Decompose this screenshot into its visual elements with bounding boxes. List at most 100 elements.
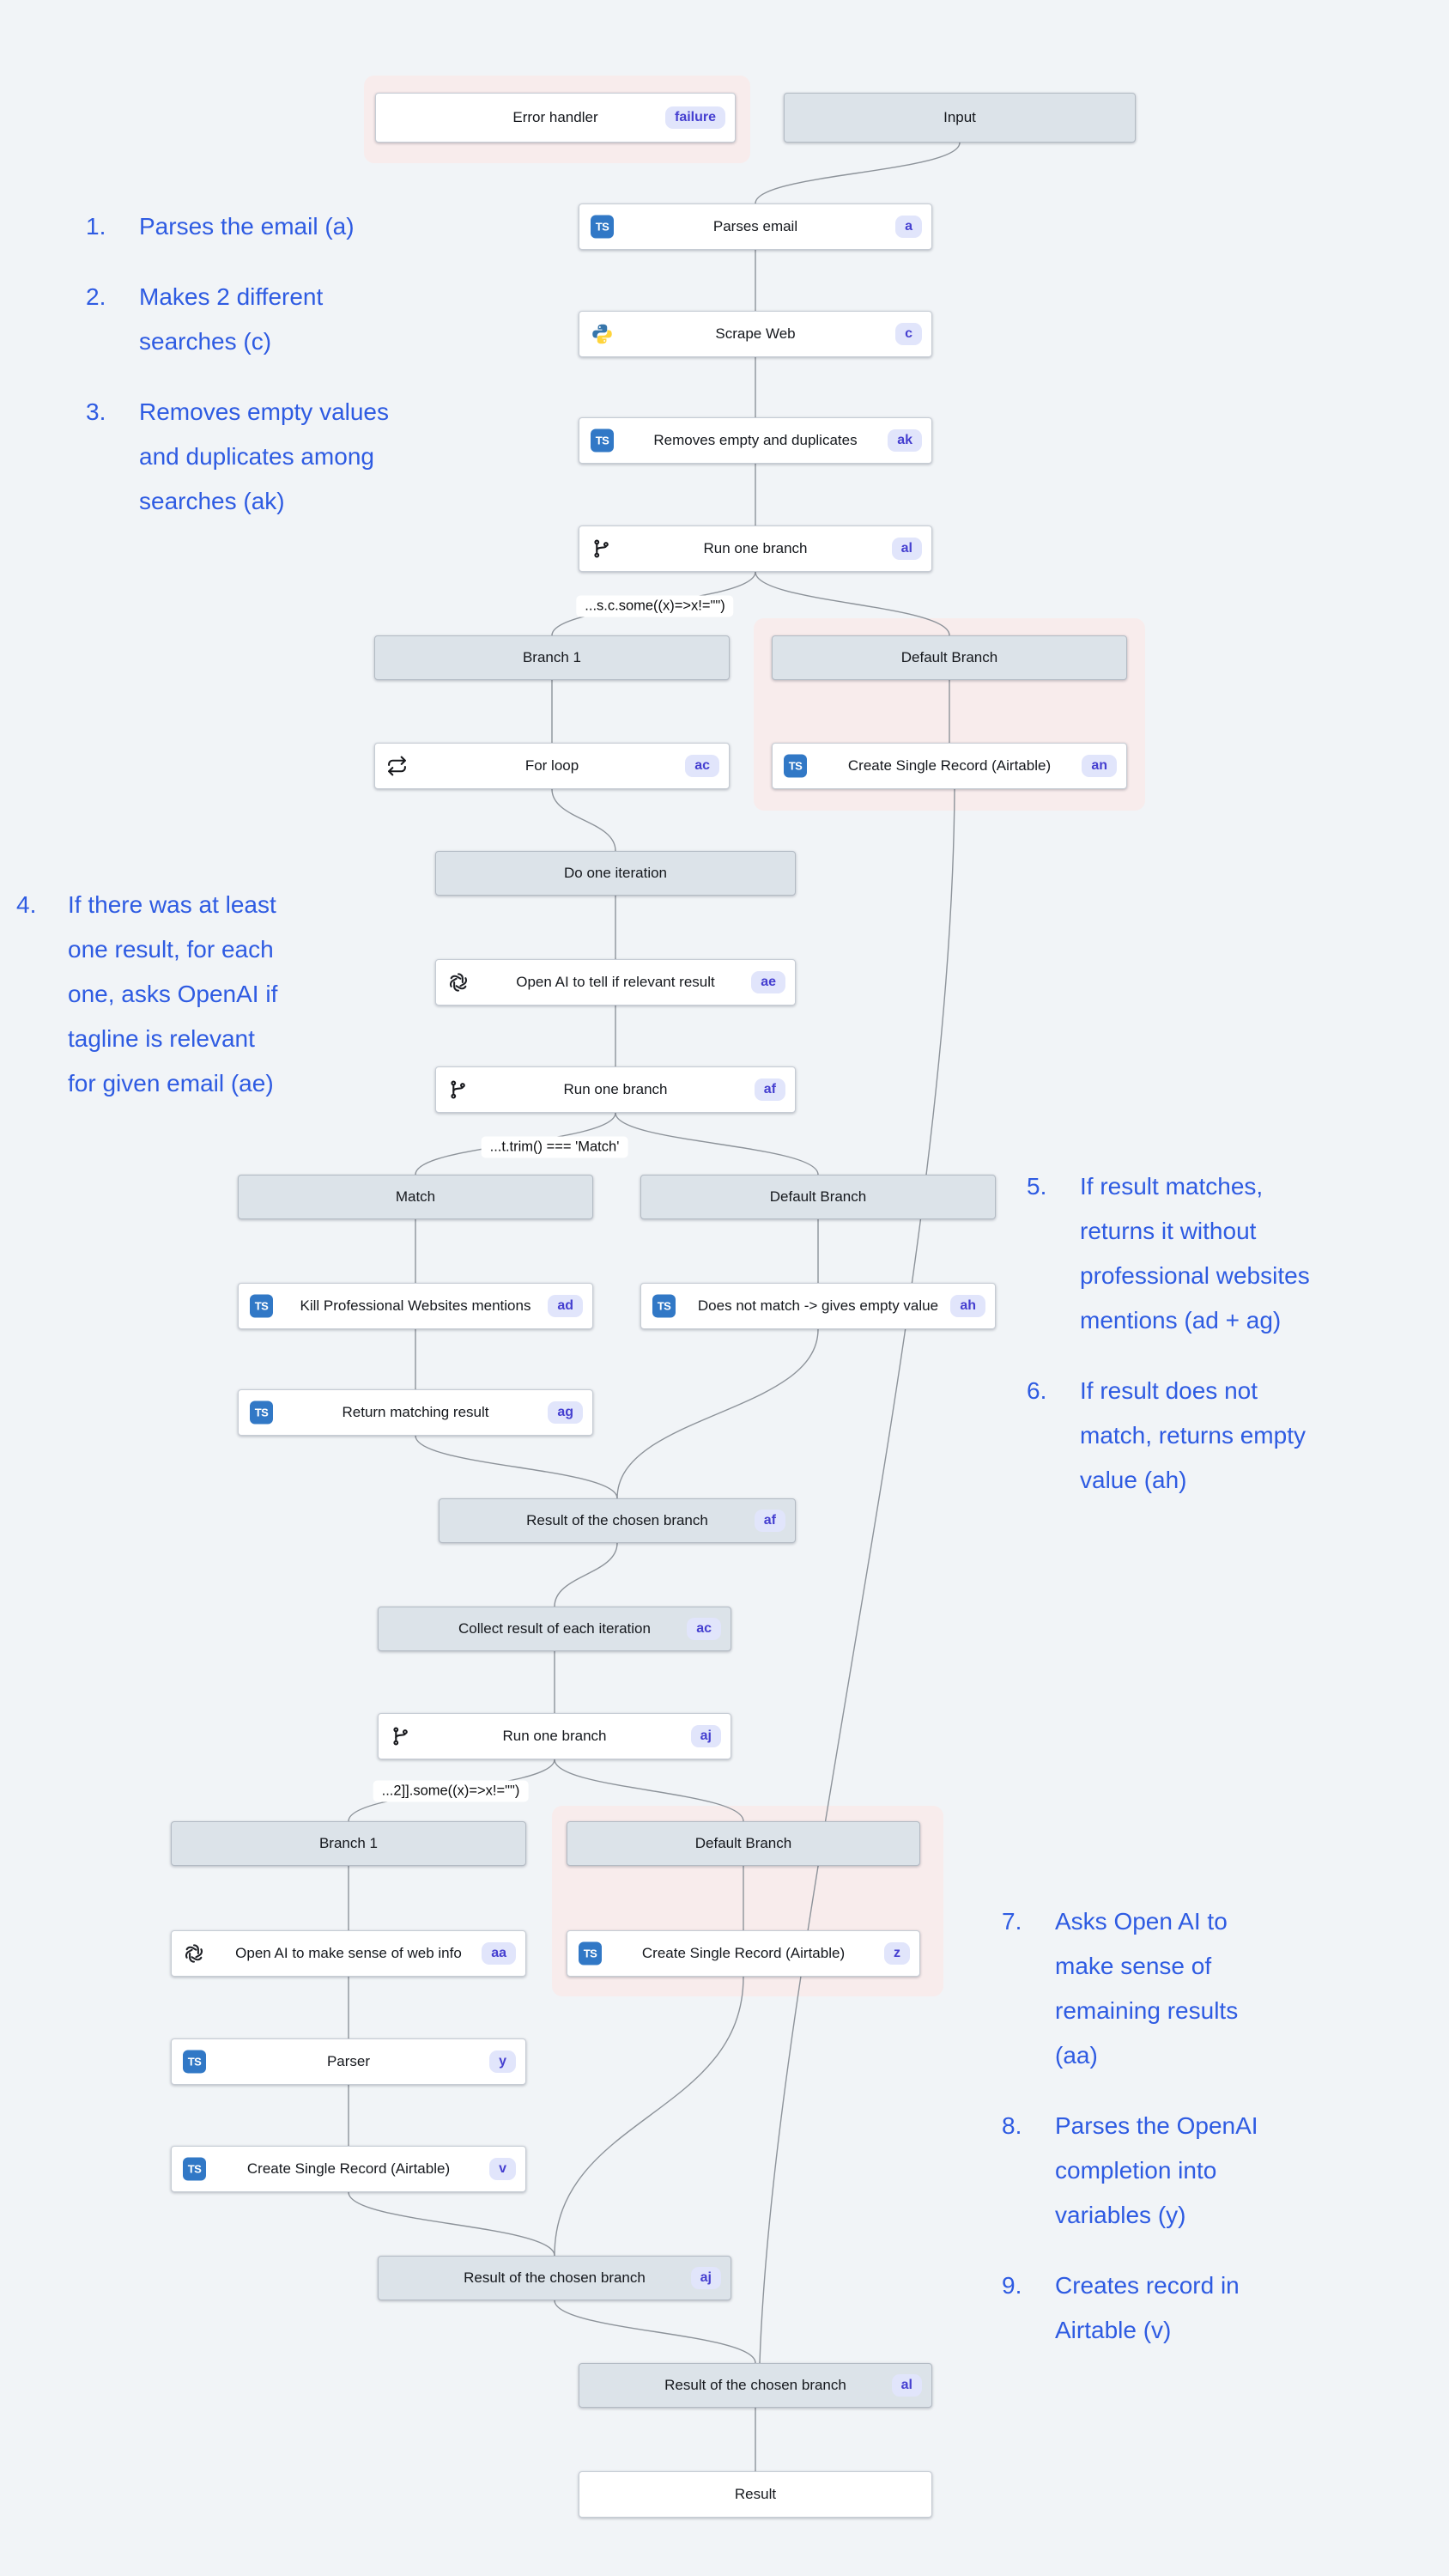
branch-condition-label: ...s.c.some((x)=>x!="") (576, 595, 734, 617)
typescript-icon: TS (183, 2157, 206, 2181)
python-icon-slot (591, 323, 614, 346)
annotation-text: If there was at least one result, for ea… (68, 891, 278, 1097)
annotation-number: 5. (1027, 1173, 1047, 1200)
typescript-icon-slot: TS (183, 2050, 206, 2074)
annotation-text: Makes 2 different searches (c) (139, 283, 324, 355)
node-badge: ae (751, 971, 785, 993)
node-badge: ac (685, 755, 719, 777)
node-label: Do one iteration (563, 865, 668, 881)
node-removesEmpty[interactable]: TS Removes empty and duplicates ak (579, 417, 932, 464)
node-badge: an (1082, 755, 1117, 777)
typescript-icon: TS (250, 1400, 273, 1425)
node-openaiAa[interactable]: Open AI to make sense of web info aa (171, 1930, 526, 1977)
node-badge: ak (888, 429, 922, 452)
annotation-text: If result matches, returns it without pr… (1080, 1173, 1310, 1334)
annotation-group-mid-left: 4.If there was at least one result, for … (16, 883, 325, 1132)
node-label: Open AI to make sense of web info (235, 1945, 462, 1961)
branch-icon (451, 1080, 465, 1099)
node-badge: aa (482, 1942, 516, 1965)
typescript-icon: TS (652, 1294, 676, 1318)
node-branch1A[interactable]: Branch 1 (374, 635, 730, 680)
loop-icon-slot (386, 756, 408, 777)
node-label: Create Single Record (Airtable) (847, 757, 1052, 774)
typescript-icon: TS (591, 428, 614, 453)
typescript-icon: TS (250, 1294, 273, 1318)
annotation-item: 6.If result does not match, returns empt… (1027, 1369, 1379, 1503)
node-match[interactable]: Match (238, 1175, 593, 1219)
branch-condition-label: ...2]].some((x)=>x!="") (373, 1780, 529, 1802)
node-label: Input (943, 109, 976, 125)
node-label: Error handler (512, 109, 598, 125)
node-label: Default Branch (900, 649, 998, 665)
openai-icon (185, 1944, 203, 1963)
node-label: Result (734, 2486, 777, 2502)
openai-icon (449, 973, 468, 992)
node-badge: a (895, 216, 922, 238)
node-badge: al (891, 2374, 922, 2397)
typescript-icon-slot: TS (652, 1294, 676, 1318)
edge-csrZ-resultAj (554, 1976, 744, 2257)
edge-csrAn-resultAl (759, 788, 955, 2364)
node-label: Result of the chosen branch (526, 1512, 708, 1528)
node-runBranchAj[interactable]: Run one branch aj (378, 1713, 731, 1759)
node-label: Run one branch (502, 1728, 607, 1744)
node-defaultC[interactable]: Default Branch (567, 1821, 920, 1866)
node-defaultB[interactable]: Default Branch (640, 1175, 996, 1219)
node-badge: ad (548, 1295, 583, 1317)
node-doOneIter[interactable]: Do one iteration (435, 851, 796, 896)
node-input[interactable]: Input (784, 93, 1136, 143)
annotation-item: 4.If there was at least one result, for … (16, 883, 325, 1106)
node-result[interactable]: Result (579, 2471, 932, 2518)
annotation-item: 2.Makes 2 different searches (c) (86, 275, 422, 364)
branch-icon (393, 1727, 408, 1746)
edge-resultAf-collect (554, 1542, 618, 1607)
node-badge: al (891, 538, 922, 560)
branch-icon (594, 539, 609, 558)
branch-icon-slot (447, 1079, 469, 1101)
typescript-icon-slot: TS (250, 1400, 273, 1425)
annotation-item: 7.Asks Open AI to make sense of remainin… (1002, 1899, 1287, 2078)
node-badge: ag (548, 1401, 583, 1424)
loop-icon (388, 756, 406, 776)
typescript-icon-slot: TS (250, 1294, 273, 1318)
openai-icon-slot (447, 971, 470, 993)
node-badge: aj (690, 1725, 721, 1747)
node-openaiAe[interactable]: Open AI to tell if relevant result ae (435, 959, 796, 1005)
annotation-text: If result does not match, returns empty … (1080, 1377, 1306, 1493)
node-label: Open AI to tell if relevant result (516, 974, 715, 990)
edge-resultAj-resultAl (554, 2300, 756, 2364)
node-label: Return matching result (342, 1404, 489, 1420)
openai-icon-slot (183, 1942, 205, 1965)
typescript-icon: TS (183, 2050, 206, 2074)
node-badge: ac (687, 1618, 721, 1640)
node-defaultA[interactable]: Default Branch (772, 635, 1127, 680)
annotation-number: 1. (86, 213, 106, 240)
edge-runBranchAj-defaultC (554, 1759, 744, 1822)
node-branch1B[interactable]: Branch 1 (171, 1821, 526, 1866)
node-label: Run one branch (563, 1081, 668, 1097)
annotation-group-top-left: 1.Parses the email (a)2.Makes 2 differen… (86, 204, 422, 550)
node-label: Parser (326, 2053, 371, 2069)
node-label: Removes empty and duplicates (653, 432, 858, 448)
annotation-text: Creates record in Airtable (v) (1055, 2272, 1240, 2343)
typescript-icon-slot: TS (591, 428, 614, 453)
node-returnMatching[interactable]: TS Return matching result ag (238, 1389, 593, 1436)
typescript-icon: TS (579, 1941, 602, 1965)
annotation-text: Asks Open AI to make sense of remaining … (1055, 1908, 1239, 2069)
